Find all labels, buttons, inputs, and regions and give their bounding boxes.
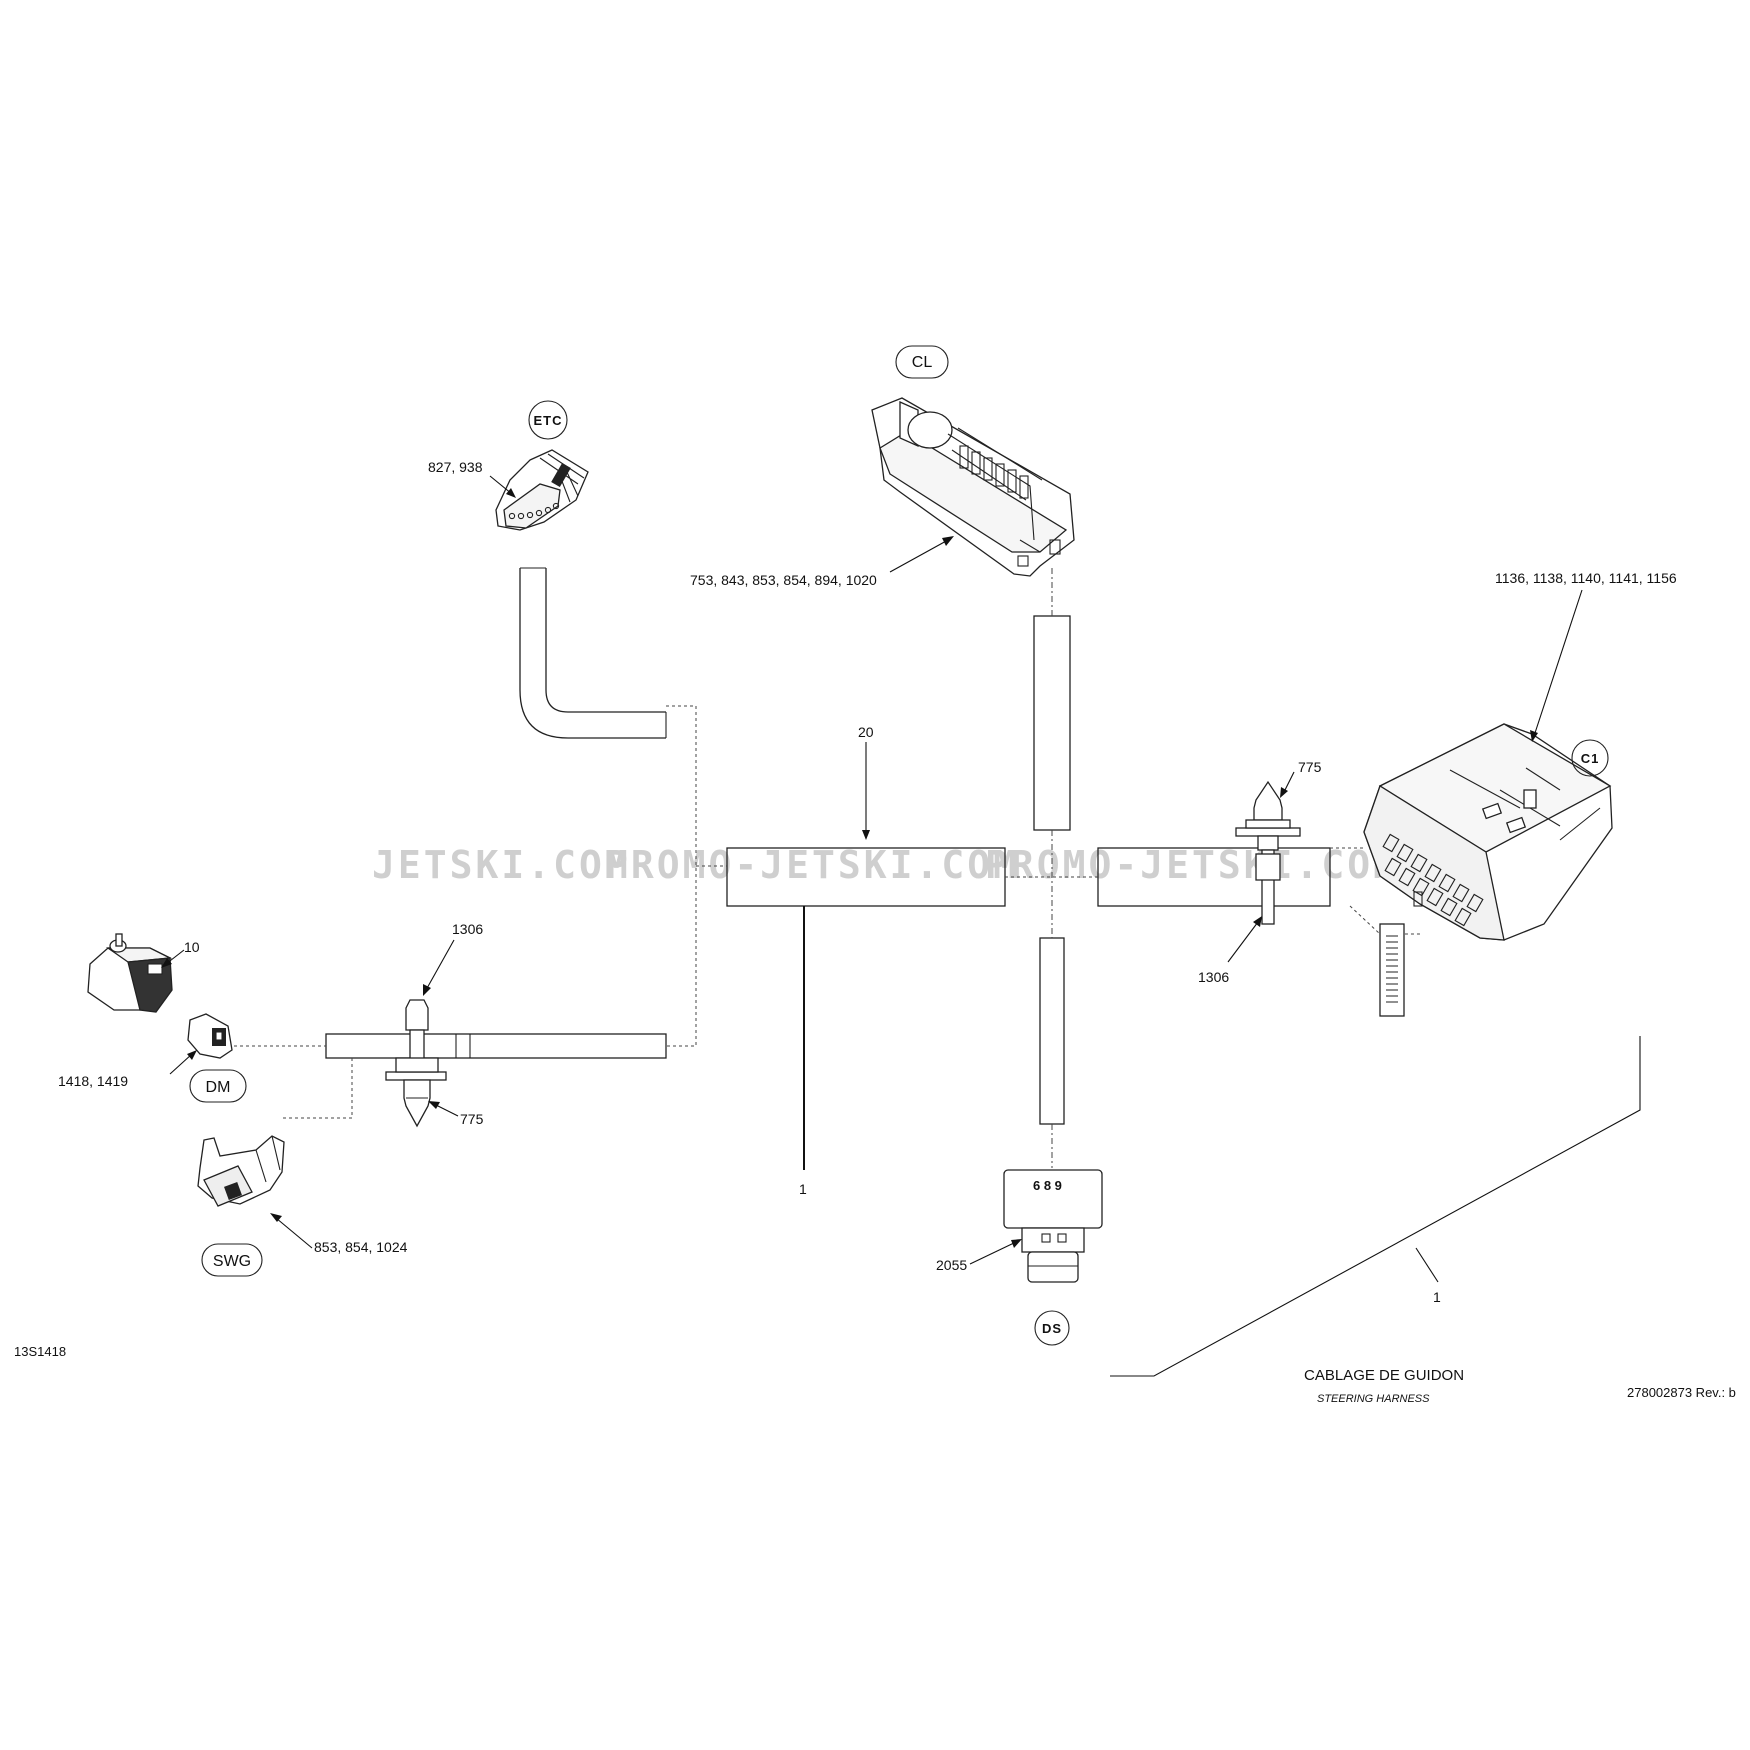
right-push-clip <box>1235 780 1301 925</box>
tag-c1: C1 <box>1571 739 1609 777</box>
tag-dm: DM <box>189 1069 247 1103</box>
callout-c1-parts: 1136, 1138, 1140, 1141, 1156 <box>1495 570 1677 586</box>
left-push-clip <box>385 999 447 1128</box>
callout-main-harness: 1 <box>799 1181 807 1197</box>
tag-etc: ETC <box>528 400 568 440</box>
ds-pin-numbers: 6 8 9 <box>1033 1178 1062 1193</box>
callout-clip-right-775: 775 <box>1298 759 1322 775</box>
left-sleeve <box>325 1033 667 1059</box>
c1-connector <box>1363 723 1613 941</box>
callout-swg-parts: 853, 854, 1024 <box>314 1239 408 1255</box>
callout-dm-parts: 1418, 1419 <box>58 1073 128 1089</box>
callout-cl-parts: 753, 843, 853, 854, 894, 1020 <box>690 572 877 588</box>
c1-barcode-label <box>1379 923 1405 1017</box>
tag-c1-text: C1 <box>1581 751 1600 766</box>
dm-switch <box>87 933 173 1013</box>
callout-ds-part: 2055 <box>936 1257 967 1273</box>
callout-clip-left-775: 775 <box>460 1111 484 1127</box>
callout-etc-parts: 827, 938 <box>428 459 483 475</box>
sleeve-vertical-top <box>1033 615 1071 831</box>
cl-connector <box>871 397 1075 577</box>
watermark: JETSKI.COM PROMO-JETSKI.COM PROMO-JETSKI… <box>372 843 1399 887</box>
watermark-text-2: PROMO-JETSKI.COM <box>605 843 1019 887</box>
bracket-tick <box>1415 1247 1439 1283</box>
callout-dm-switch: 10 <box>184 939 200 955</box>
ds-connector: 6 8 9 <box>1003 1169 1103 1283</box>
c1-link-dash-2 <box>1349 905 1420 935</box>
watermark-text-1: JETSKI.COM <box>372 843 631 887</box>
harness-bracket <box>1110 1036 1641 1377</box>
callout-clip-right-1306: 1306 <box>1198 969 1229 985</box>
dm-connector <box>187 1013 233 1059</box>
callout-clip-left-1306: 1306 <box>452 921 483 937</box>
sleeve-vertical-bottom <box>1039 937 1065 1125</box>
etc-harness-branch <box>519 567 667 739</box>
callout-bracket-harness: 1 <box>1433 1289 1441 1305</box>
tag-etc-text: ETC <box>534 413 563 428</box>
tag-ds: DS <box>1034 1310 1070 1346</box>
tag-dm-text: DM <box>206 1079 231 1096</box>
tag-swg: SWG <box>201 1243 263 1277</box>
watermark-text-3: PROMO-JETSKI.COM <box>985 843 1399 887</box>
drawing-revision: 278002873 Rev.: b <box>1627 1385 1736 1400</box>
tag-ds-text: DS <box>1042 1321 1062 1336</box>
tag-cl-text: CL <box>912 354 933 371</box>
drawing-title: CABLAGE DE GUIDON <box>1304 1367 1464 1384</box>
etc-link-dash <box>666 705 697 1047</box>
swg-connector <box>197 1135 285 1207</box>
etc-connector <box>495 449 589 531</box>
drawing-subtitle: STEERING HARNESS <box>1317 1393 1430 1405</box>
swg-link-dash <box>282 1058 353 1119</box>
drawing-id: 13S1418 <box>14 1344 66 1359</box>
tag-swg-text: SWG <box>213 1253 251 1270</box>
tag-cl: CL <box>895 345 949 379</box>
leader-lines <box>161 475 1583 1265</box>
callout-sleeve-20: 20 <box>858 724 874 740</box>
